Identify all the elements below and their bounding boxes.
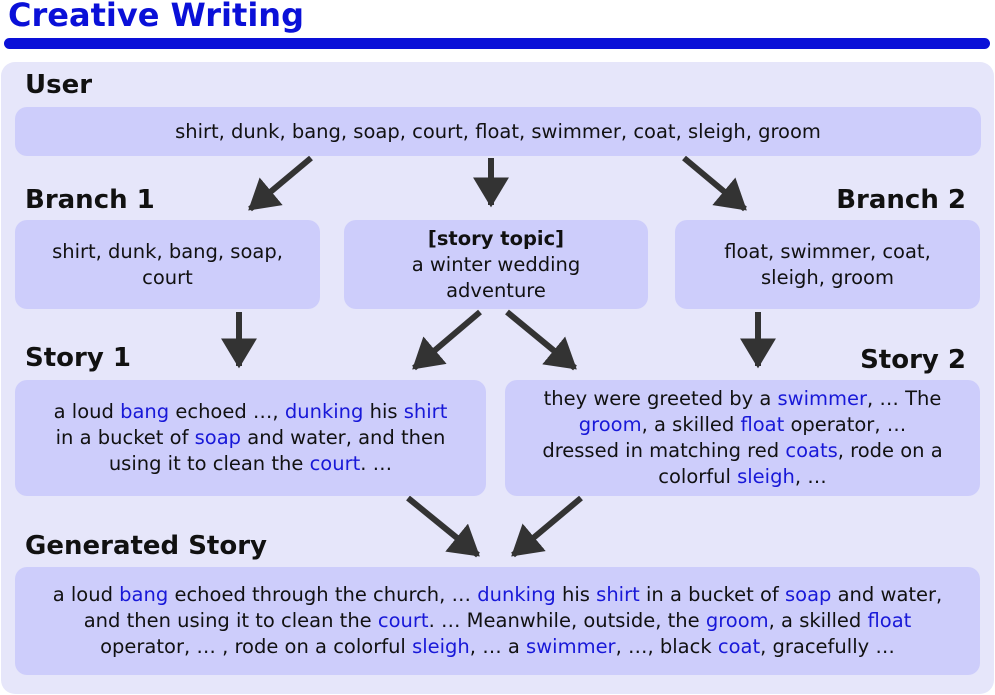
story2-text: , rode on a bbox=[837, 439, 943, 462]
generated-text: echoed through the church, … bbox=[168, 583, 478, 606]
story2-line: colorful sleigh, … bbox=[542, 464, 942, 490]
generated-line: operator, … , rode on a colorful sleigh,… bbox=[53, 634, 943, 660]
story1-text: and water, and then bbox=[241, 426, 446, 449]
story-topic-heading: [story topic] bbox=[427, 226, 565, 250]
keyword-coat: coat bbox=[717, 635, 761, 658]
user-keywords-text: shirt, dunk, bang, soap, court, float, s… bbox=[175, 119, 821, 143]
generated-text: , …, black bbox=[615, 635, 718, 658]
arrow-story2-to-generated bbox=[511, 495, 583, 558]
keyword-shirt: shirt bbox=[596, 583, 640, 606]
title-underline bbox=[4, 38, 990, 49]
story2-text: operator, … bbox=[784, 413, 907, 436]
branch2-label: Branch 2 bbox=[836, 185, 966, 215]
branch1-label: Branch 1 bbox=[25, 185, 155, 215]
story2-text: colorful bbox=[658, 465, 738, 488]
story-topic-line: adventure bbox=[446, 278, 546, 302]
keyword-coats: coats bbox=[785, 439, 838, 462]
story1-text: his bbox=[363, 400, 404, 423]
story-topic-box: [story topic] a winter wedding adventure bbox=[344, 220, 648, 309]
story1-text: echoed …, bbox=[169, 400, 285, 423]
keyword-soap: soap bbox=[784, 583, 832, 606]
story-topic-line: a winter wedding bbox=[411, 252, 581, 276]
arrow-topic-to-story1 bbox=[412, 309, 482, 371]
keyword-sleigh: sleigh bbox=[412, 635, 470, 658]
keyword-dunking: dunking bbox=[477, 583, 556, 606]
story1-box: a loud bang echoed …, dunking his shirt … bbox=[15, 380, 486, 496]
keyword-dunking: dunking bbox=[284, 400, 364, 423]
keyword-sleigh: sleigh bbox=[737, 465, 795, 488]
generated-text: a loud bbox=[52, 583, 120, 606]
keyword-groom: groom bbox=[578, 413, 642, 436]
generated-text: , gracefully … bbox=[760, 635, 895, 658]
keyword-float: float bbox=[867, 609, 912, 632]
story1-text: a loud bbox=[53, 400, 121, 423]
story2-line: they were greeted by a swimmer, … The bbox=[542, 386, 942, 412]
story1-line: a loud bang echoed …, dunking his shirt bbox=[54, 399, 448, 425]
story2-text: dressed in matching red bbox=[542, 439, 786, 462]
branch1-box: shirt, dunk, bang, soap, court bbox=[15, 220, 320, 309]
generated-line: and then using it to clean the court. … … bbox=[53, 608, 943, 634]
story2-label: Story 2 bbox=[860, 345, 966, 375]
story1-text: . … bbox=[360, 452, 393, 475]
branch2-line: sleigh, groom bbox=[761, 265, 894, 289]
story2-line: dressed in matching red coats, rode on a bbox=[542, 438, 942, 464]
story2-line: groom, a skilled float operator, … bbox=[542, 412, 942, 438]
generated-text: in a bucket of bbox=[639, 583, 785, 606]
page-title: Creative Writing bbox=[8, 0, 304, 34]
generated-text: , a skilled bbox=[768, 609, 868, 632]
story2-text: they were greeted by a bbox=[543, 387, 778, 410]
generated-text: operator, … , rode on a colorful bbox=[100, 635, 413, 658]
generated-text: , … a bbox=[469, 635, 527, 658]
keyword-groom: groom bbox=[705, 609, 769, 632]
keyword-float: float bbox=[740, 413, 785, 436]
keyword-soap: soap bbox=[194, 426, 242, 449]
keyword-shirt: shirt bbox=[403, 400, 448, 423]
keyword-bang: bang bbox=[120, 400, 170, 423]
keyword-swimmer: swimmer bbox=[777, 387, 868, 410]
generated-line: a loud bang echoed through the church, …… bbox=[53, 582, 943, 608]
arrow-user-to-branch2 bbox=[682, 155, 747, 212]
generated-text: and then using it to clean the bbox=[83, 609, 378, 632]
arrow-user-to-branch1 bbox=[248, 155, 313, 212]
generated-text: . … Meanwhile, outside, the bbox=[428, 609, 706, 632]
user-label: User bbox=[25, 70, 93, 100]
keyword-swimmer: swimmer bbox=[526, 635, 616, 658]
branch2-line: float, swimmer, coat, bbox=[724, 239, 931, 263]
story1-text: using it to clean the bbox=[108, 452, 310, 475]
branch1-line: shirt, dunk, bang, soap, bbox=[52, 239, 283, 263]
story2-text: , … bbox=[794, 465, 827, 488]
story2-text: , … The bbox=[867, 387, 942, 410]
story1-line: using it to clean the court. … bbox=[54, 451, 448, 477]
keyword-court: court bbox=[377, 609, 429, 632]
story2-text: , a skilled bbox=[641, 413, 741, 436]
branch2-box: float, swimmer, coat, sleigh, groom bbox=[675, 220, 980, 309]
arrow-topic-to-story2 bbox=[505, 309, 577, 371]
keyword-court: court bbox=[309, 452, 361, 475]
generated-text: his bbox=[555, 583, 597, 606]
branch1-line: court bbox=[142, 265, 193, 289]
user-keywords-box: shirt, dunk, bang, soap, court, float, s… bbox=[15, 107, 981, 156]
generated-text: and water, bbox=[831, 583, 943, 606]
generated-story-label: Generated Story bbox=[25, 531, 267, 561]
story1-text: in a bucket of bbox=[55, 426, 195, 449]
story2-box: they were greeted by a swimmer, … The gr… bbox=[505, 380, 980, 496]
generated-story-box: a loud bang echoed through the church, …… bbox=[15, 567, 980, 675]
keyword-bang: bang bbox=[119, 583, 169, 606]
arrow-story1-to-generated bbox=[406, 495, 480, 558]
story1-line: in a bucket of soap and water, and then bbox=[54, 425, 448, 451]
story1-label: Story 1 bbox=[25, 343, 131, 373]
